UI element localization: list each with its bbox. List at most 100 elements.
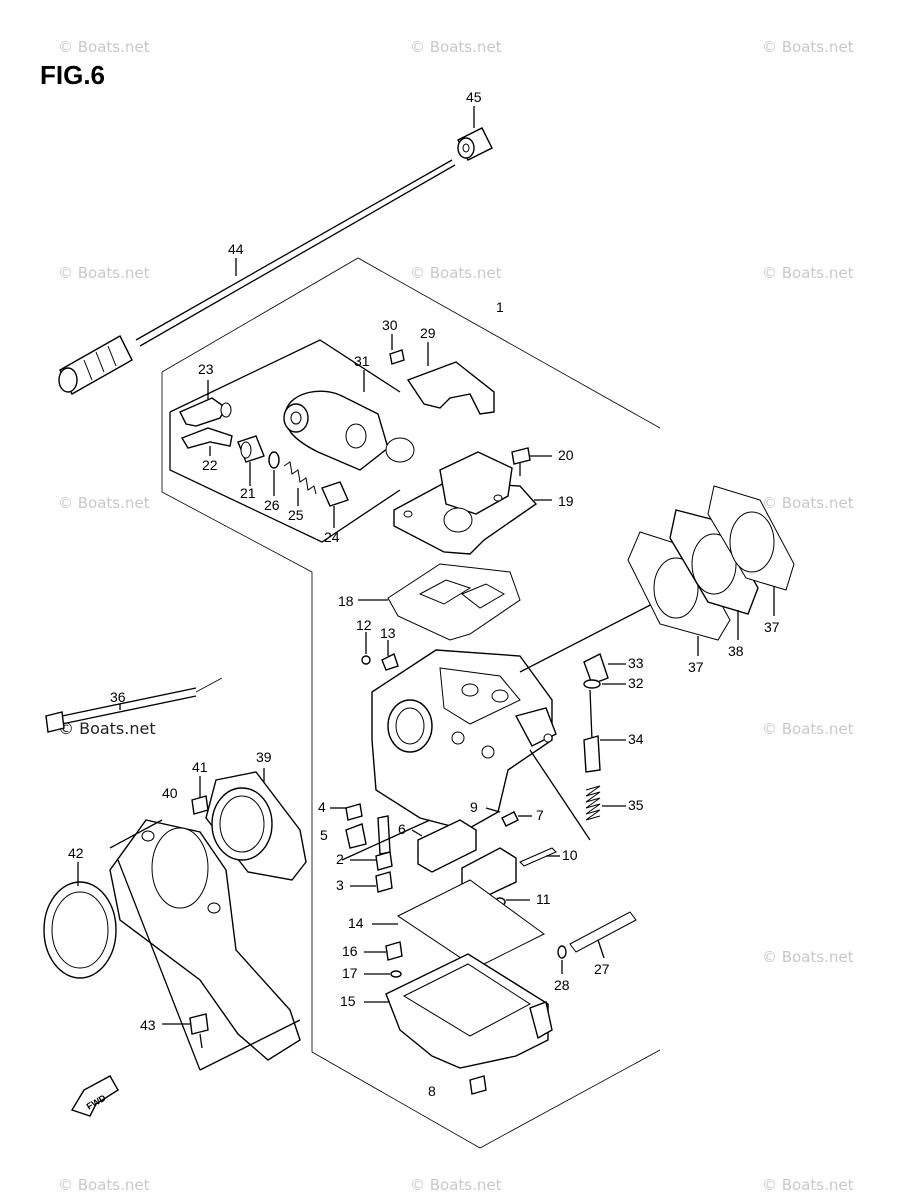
callout-5: 5: [320, 827, 328, 843]
watermark: © Boats.net: [762, 494, 854, 512]
part-20-screw: [511, 447, 552, 476]
callouts: 45 44 1 30 29 31 23 22 20 21 19 26 25 24…: [68, 89, 780, 1099]
part-4-cap: [330, 803, 363, 821]
watermark: © Boats.net: [762, 948, 854, 966]
part-5-float-valve: [345, 823, 367, 849]
part-29-bracket: [406, 342, 495, 415]
part-44-cable: [58, 159, 456, 395]
callout-6: 6: [398, 821, 406, 837]
callout-22: 22: [202, 457, 218, 473]
callout-24: 24: [324, 529, 340, 545]
air-intake-silencer: [109, 819, 301, 1061]
callout-16: 16: [342, 943, 358, 959]
watermark: © Boats.net: [58, 719, 156, 738]
part-41-nut: [191, 776, 209, 815]
callout-11: 11: [536, 891, 551, 907]
callout-31: 31: [354, 353, 370, 369]
watermark: © Boats.net: [762, 1176, 854, 1194]
callout-18: 18: [338, 593, 354, 609]
leader-lines: [341, 749, 591, 861]
callout-34: 34: [628, 731, 644, 747]
part-16-screw: [364, 941, 403, 961]
part-7-clip: [501, 811, 532, 827]
callout-39: 39: [256, 749, 272, 765]
part-8-screw: [469, 1075, 487, 1095]
part-32-washer: [583, 679, 626, 689]
watermark: © Boats.net: [58, 1176, 150, 1194]
callout-23: 23: [198, 361, 214, 377]
callout-20: 20: [558, 447, 574, 463]
callout-26: 26: [264, 497, 280, 513]
part-22-elbow: [180, 427, 233, 456]
callout-27: 27: [594, 961, 610, 977]
callout-12: 12: [356, 617, 372, 633]
callout-15: 15: [340, 993, 356, 1009]
part-18-gasket: [358, 563, 521, 641]
callout-1: 1: [496, 299, 504, 315]
watermarks: © Boats.net © Boats.net © Boats.net © Bo…: [58, 38, 854, 1194]
part-main-jet-tube: [377, 815, 391, 855]
callout-41: 41: [192, 759, 208, 775]
part-24-needle: [321, 481, 349, 528]
part-15-float-bowl: [364, 953, 553, 1069]
part-26-oring: [268, 451, 280, 496]
callout-3: 3: [336, 877, 344, 893]
part-12-screw: [361, 632, 371, 665]
part-39-flange: [205, 768, 307, 881]
part-9-needle-valve: [485, 807, 501, 813]
callout-43: 43: [140, 1017, 156, 1033]
fwd-arrow-badge: FWD: [70, 1075, 119, 1117]
part-37-gasket-rear: [707, 485, 795, 616]
part-2-jet: [350, 851, 393, 871]
callout-37-front: 37: [688, 659, 704, 675]
callout-44: 44: [228, 241, 244, 257]
part-21-fitting: [237, 435, 265, 486]
part-45-cable-nut: [457, 106, 493, 161]
watermark: © Boats.net: [762, 38, 854, 56]
part-28-clip: [557, 945, 567, 974]
watermark: © Boats.net: [410, 1176, 502, 1194]
callout-8: 8: [428, 1083, 436, 1099]
callout-13: 13: [380, 625, 396, 641]
callout-14: 14: [348, 915, 364, 931]
assembly-boundary: [161, 257, 661, 1149]
callout-17: 17: [342, 965, 358, 981]
part-13-screw: [381, 640, 399, 671]
part-25-spring: [283, 461, 317, 506]
callout-19: 19: [558, 493, 574, 509]
callout-2: 2: [336, 851, 344, 867]
watermark: © Boats.net: [762, 720, 854, 738]
part-31-sensor: [283, 370, 415, 471]
part-6-float: [411, 819, 477, 873]
part-34-needle: [583, 689, 626, 773]
callout-35: 35: [628, 797, 644, 813]
watermark: © Boats.net: [762, 264, 854, 282]
part-42-cover: [43, 862, 117, 979]
callout-45: 45: [466, 89, 482, 105]
watermark: © Boats.net: [58, 38, 150, 56]
part-30-screw: [389, 334, 405, 365]
part-3-screw: [350, 871, 393, 893]
callout-21: 21: [240, 485, 256, 501]
carburetor-body: [371, 599, 661, 831]
callout-38: 38: [728, 643, 744, 659]
part-23-elbow: [179, 380, 232, 427]
part-10-pin: [519, 847, 560, 867]
callout-37-rear: 37: [764, 619, 780, 635]
watermark: © Boats.net: [58, 264, 150, 282]
callout-32: 32: [628, 675, 644, 691]
part-35-spring: [585, 785, 626, 821]
part-14-gasket: [372, 879, 545, 969]
callout-4: 4: [318, 799, 326, 815]
figure-title: FIG.6: [40, 60, 105, 90]
part-36-bolt: [45, 677, 223, 733]
callout-36: 36: [110, 689, 126, 705]
callout-7: 7: [536, 807, 544, 823]
callout-29: 29: [420, 325, 436, 341]
callout-33: 33: [628, 655, 644, 671]
part-43-bolt: [162, 1013, 209, 1049]
callout-42: 42: [68, 845, 84, 861]
callout-10: 10: [562, 847, 578, 863]
watermark: © Boats.net: [410, 264, 502, 282]
